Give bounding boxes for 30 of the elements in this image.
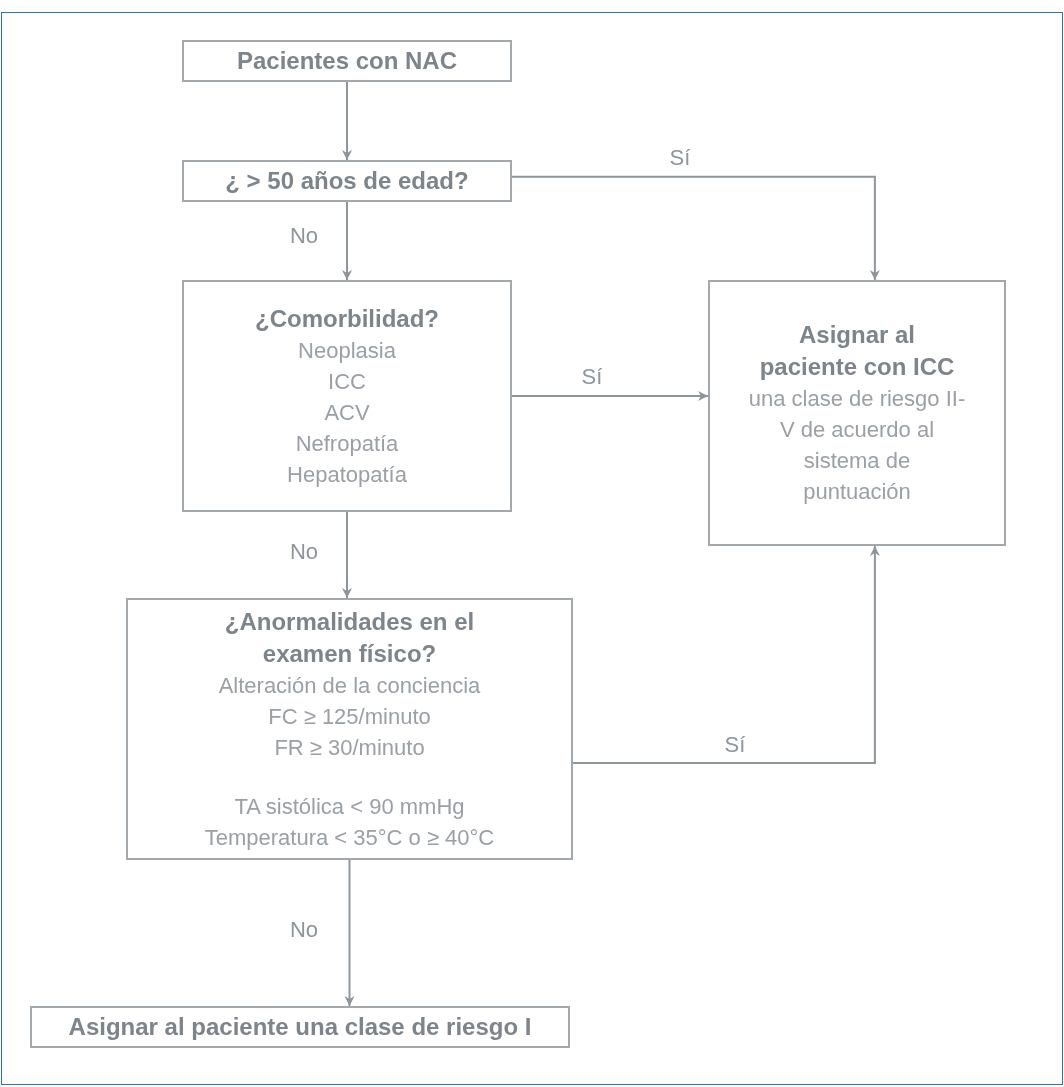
arrow [511,175,880,281]
process-box [708,280,1006,546]
box-text: Hepatopatía [287,460,407,489]
box-text: FR ≥ 30/minuto [274,733,425,762]
box-heading: ¿Comorbilidad? [255,303,439,334]
box-text: FC ≥ 125/minuto [268,702,431,731]
box-text: ACV [324,398,370,427]
process-box [182,40,512,82]
box-text: Nefropatía [295,429,399,458]
process-box [126,598,573,860]
arrow [342,511,352,599]
box-heading: Pacientes con NAC [236,46,458,76]
box-text: Alteración de la conciencia [218,671,481,700]
arrow [344,859,355,1007]
box-text: una clase de riesgo II-V de acuerdo al sistema de puntuación [747,385,967,506]
arrow [572,545,880,765]
arrow [511,391,709,401]
arrow [342,201,352,281]
arrow [342,81,352,161]
box-text: Temperatura < 35°C o ≥ 40°C [204,823,495,852]
box-text: ICC [328,367,366,396]
box-heading: Asignar al paciente con ICC [758,320,956,382]
process-box [182,160,512,202]
box-heading: ¿ > 50 años de edad? [225,166,469,196]
box-text: Neoplasia [298,336,396,365]
process-box [182,280,512,512]
box-text: TA sistólica < 90 mmHg [234,792,465,821]
box-heading: ¿Anormalidades en el examen físico? [223,606,476,669]
box-heading: Asignar al paciente una clase de riesgo I [68,1012,532,1042]
process-box [30,1006,570,1048]
